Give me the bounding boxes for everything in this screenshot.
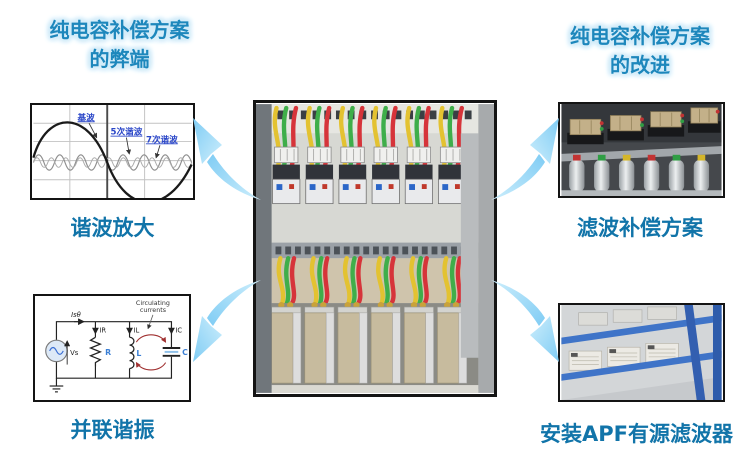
caption-parallel-resonance: 并联谐振 <box>70 418 155 442</box>
harmonic-waveform-figure: 基波 5次谐波 7次谐波 <box>30 103 195 200</box>
ground-symbol <box>49 385 64 393</box>
circulating-note-line1: Circulating <box>136 300 170 307</box>
resistor-label: R <box>105 348 111 357</box>
title-top-left-line2: 的弊端 <box>89 47 150 71</box>
apf-top-units <box>578 306 677 326</box>
arrow-to-resonance-circuit <box>190 278 265 368</box>
caption-apf-filter: 安装APF有源滤波器 <box>540 422 733 446</box>
capacitor-current-label: IC <box>175 326 182 334</box>
title-top-left: 纯电容补偿方案 的弊端 <box>22 16 217 74</box>
arrow-to-apf-photo <box>487 278 562 368</box>
resistor-current-label: IR <box>99 326 106 334</box>
shelf-beam-mid <box>561 351 722 381</box>
arrow-to-filter-photo <box>487 112 562 202</box>
ac-source-sine <box>49 346 64 355</box>
seventh-harmonic-label: 7次谐波 <box>146 133 178 145</box>
fundamental-label: 基波 <box>77 111 96 123</box>
title-top-right-line1: 纯电容补偿方案 <box>570 24 710 48</box>
shelf-beam-top <box>561 314 722 345</box>
capacitor-symbol <box>162 347 181 357</box>
apf-units <box>568 343 679 371</box>
inductor-label: L <box>136 349 141 358</box>
fifth-harmonic-wave <box>32 154 193 171</box>
note-pointer-arrow <box>147 314 154 330</box>
caption-harmonic-amplification: 谐波放大 <box>70 216 155 240</box>
title-top-right-line2: 的改进 <box>610 53 670 77</box>
caption-filter-compensation: 滤波补偿方案 <box>577 216 703 240</box>
reactor-blocks <box>567 107 721 145</box>
capacitor-cabinet-photo <box>253 100 497 397</box>
source-voltage-label: Vs <box>70 349 79 357</box>
capacitor-cylinders <box>569 154 710 193</box>
capacitor-label: C <box>182 348 188 357</box>
chart-annotation-arrows <box>88 123 161 159</box>
branch-current-arrows <box>92 325 175 335</box>
capacitor-cabinet-svg <box>256 104 494 393</box>
filter-reactor-svg <box>561 104 722 196</box>
arrow-to-harmonic-chart <box>190 112 265 202</box>
inductor-current-label: IL <box>133 326 139 334</box>
supply-current-label: Isθ <box>71 311 82 319</box>
resonance-circuit-figure: Circulating currents Isθ Vs IR IL IC R L… <box>33 294 191 402</box>
apf-rack-photo <box>558 303 725 402</box>
seventh-harmonic-wave <box>32 157 193 168</box>
circulating-note-line2: currents <box>140 307 166 314</box>
title-top-right: 纯电容补偿方案 的改进 <box>540 22 740 80</box>
fundamental-wave <box>32 121 193 198</box>
shelf-post <box>684 305 706 400</box>
harmonic-waveform-svg: 基波 5次谐波 7次谐波 <box>32 105 193 198</box>
shelf-post-right <box>712 305 722 400</box>
title-top-left-line1: 纯电容补偿方案 <box>49 18 190 42</box>
circulating-current-arrows <box>135 334 167 371</box>
fifth-harmonic-label: 5次谐波 <box>110 126 142 138</box>
resonance-circuit-svg: Circulating currents Isθ Vs IR IL IC R L… <box>35 296 189 400</box>
filter-reactor-photo <box>558 102 725 198</box>
apf-rack-svg <box>561 305 722 400</box>
resistor-symbol <box>88 336 103 367</box>
